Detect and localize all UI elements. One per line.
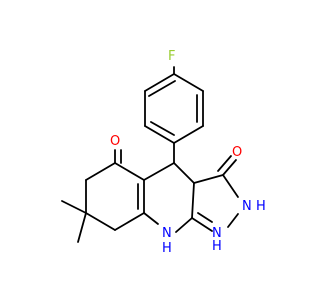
pyrazole-n2-label: N [242,199,252,214]
ring-nh-n-label: N [162,226,172,241]
molecule-structure-diagram: F O O N H N H N H [61,49,266,256]
ketone-oxygen-label: O [110,134,120,149]
pyrazole-n2-h-label: H [256,199,266,214]
pyrazole-n1-h-label: H [212,239,222,254]
pyrazole-ring [191,155,239,232]
fluorophenyl-ring [144,66,204,144]
ring-nh-h-label: H [162,241,172,256]
fused-ring-system [61,149,195,243]
pyrazole-n1-label: N [212,226,222,241]
hydroxyl-oxygen-label: O [232,145,242,160]
fluorine-atom-label: F [168,49,175,64]
